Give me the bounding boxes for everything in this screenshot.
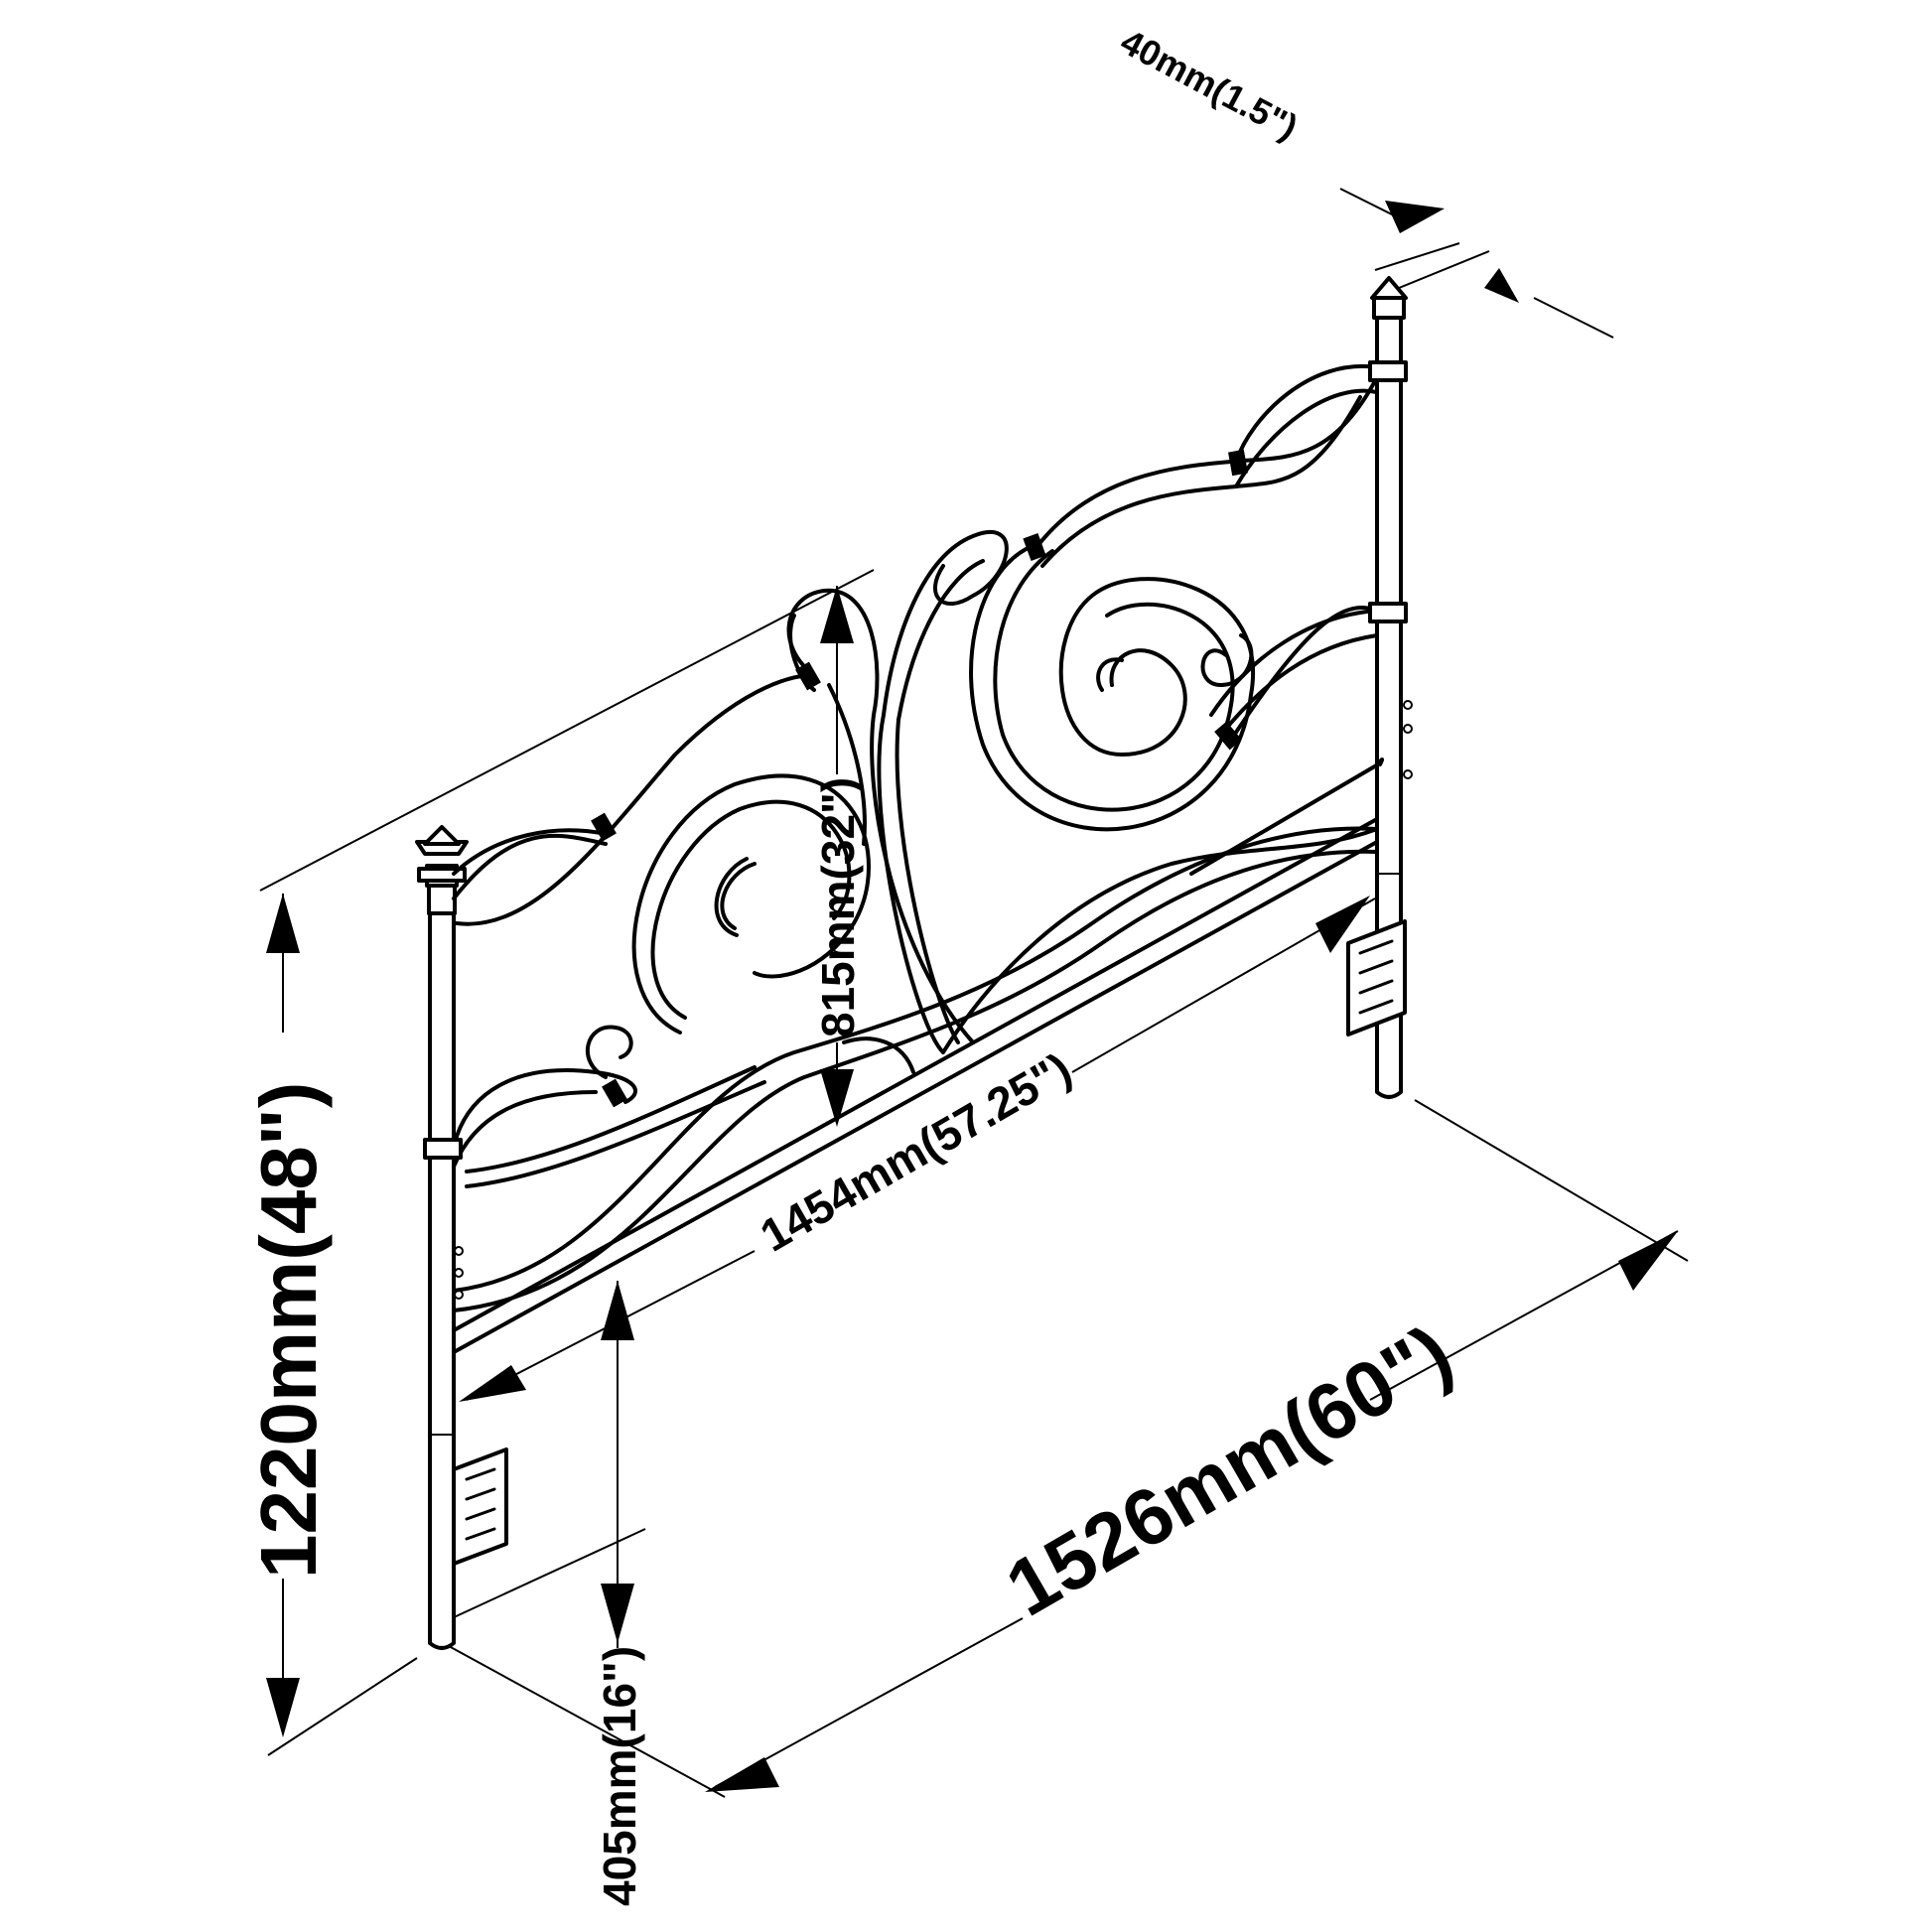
extension-lines xyxy=(259,188,1689,1798)
post-thickness-label: 40mm(1.5") xyxy=(1114,21,1305,148)
dimension-panel-height xyxy=(820,586,854,1127)
dimension-leg-clearance xyxy=(601,1281,634,1648)
scrollwork xyxy=(452,363,1379,1312)
leg-clearance-label: 405mm(16") xyxy=(594,1646,645,1906)
dimension-post-thickness xyxy=(1385,201,1519,303)
left-post xyxy=(415,825,508,1650)
left-mounting-bracket xyxy=(452,1448,508,1566)
dimension-inner-width xyxy=(459,896,1376,1402)
right-post-bolt-holes xyxy=(1403,700,1413,779)
dimension-overall-width xyxy=(705,1230,1679,1792)
panel-height-label: 815mm(32") xyxy=(812,777,864,1037)
right-mounting-bracket xyxy=(1346,919,1407,1036)
collar-bands xyxy=(423,360,1408,1160)
dimension-overall-height xyxy=(266,894,300,1737)
overall-width-label: 1526mm(60") xyxy=(992,1308,1466,1632)
overall-height-label: 1220mm(48") xyxy=(244,1082,333,1579)
right-post xyxy=(1346,276,1413,1099)
